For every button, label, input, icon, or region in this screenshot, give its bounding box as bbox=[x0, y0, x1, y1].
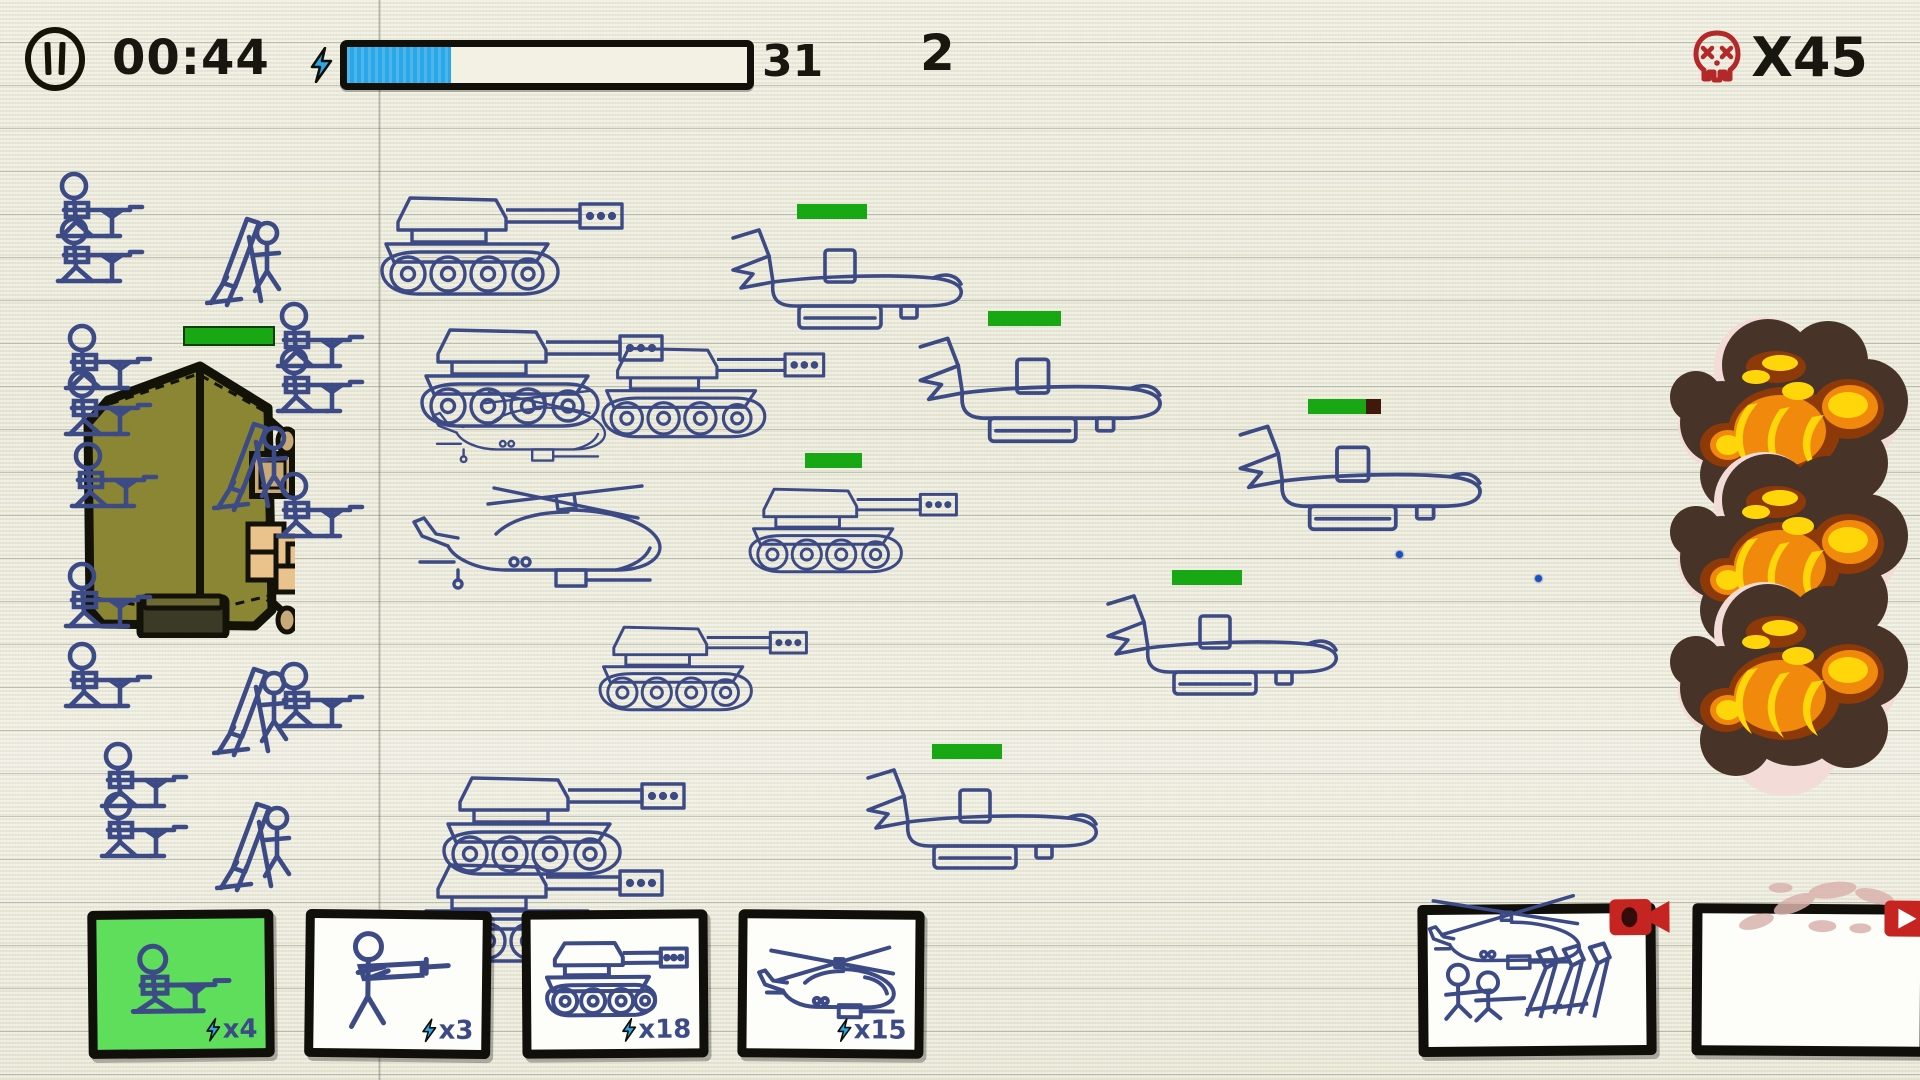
pause-icon bbox=[24, 27, 86, 91]
wave-number: 2 bbox=[920, 24, 955, 82]
friendly-soldier-mortar bbox=[215, 800, 301, 901]
friendly-soldier-prone-gunner bbox=[272, 470, 368, 551]
video-ad-icon[interactable] bbox=[1609, 895, 1671, 940]
friendly-soldier-prone-gunner bbox=[96, 790, 192, 871]
field-unit-tank bbox=[590, 330, 831, 446]
unit-health-bar bbox=[987, 311, 1062, 327]
friendly-soldier-prone-gunner bbox=[52, 215, 148, 296]
field-unit-helicopter bbox=[410, 478, 666, 594]
unit-cost-label: x4 bbox=[222, 1014, 258, 1045]
lightning-bolt-icon bbox=[622, 1017, 637, 1042]
energy-bar-track bbox=[340, 40, 754, 90]
lightning-bolt-icon bbox=[206, 1017, 221, 1042]
unit-health-bar bbox=[1307, 399, 1382, 415]
power-card-airstrike[interactable] bbox=[1691, 881, 1920, 1057]
unit-health-bar bbox=[797, 204, 867, 219]
tank-icon bbox=[544, 941, 689, 1018]
kill-count-label: X45 bbox=[1751, 26, 1868, 89]
pause-button[interactable] bbox=[22, 26, 88, 92]
field-unit-tank bbox=[368, 178, 630, 304]
field-unit-plane bbox=[912, 311, 1168, 448]
hud-bar: 00:44 31 2 X45 bbox=[0, 0, 1920, 120]
unit-cost-label: x18 bbox=[638, 1014, 692, 1045]
unit-cost-tank: x18 bbox=[620, 1014, 692, 1045]
friendly-soldier-prone-gunner bbox=[272, 660, 368, 741]
skull-icon bbox=[1693, 30, 1741, 82]
unit-health-damage bbox=[1366, 399, 1382, 415]
friendly-soldier-prone-gunner bbox=[66, 440, 162, 521]
friendly-soldier-prone-gunner bbox=[60, 368, 156, 449]
unit-health-bar bbox=[932, 744, 1002, 759]
friendly-soldier-prone-gunner bbox=[272, 345, 368, 426]
projectile bbox=[1535, 575, 1542, 582]
energy-value: 31 bbox=[762, 36, 824, 87]
friendly-soldier-prone-gunner bbox=[60, 560, 156, 641]
friendly-soldier-prone-gunner bbox=[60, 640, 156, 721]
unit-cost-helicopter: x15 bbox=[836, 1015, 907, 1046]
kill-counter: X45 bbox=[1691, 26, 1868, 89]
prone-sniper-icon bbox=[130, 943, 232, 1015]
explosion-effect bbox=[1652, 570, 1914, 832]
unit-health-bar bbox=[805, 453, 862, 469]
unit-cost-rifleman: x3 bbox=[420, 1015, 474, 1046]
field-unit-plane bbox=[1232, 399, 1488, 536]
power-card-reinforcements[interactable] bbox=[1417, 893, 1670, 1058]
unit-card-tank[interactable]: x18 bbox=[521, 909, 709, 1059]
unit-cost-sniper: x4 bbox=[204, 1014, 258, 1045]
unit-card-sniper[interactable]: x4 bbox=[87, 909, 275, 1059]
unit-health-bar bbox=[1172, 570, 1242, 585]
lightning-bolt-icon bbox=[422, 1018, 437, 1043]
unit-card-bar: x4 x3 bbox=[0, 881, 1920, 1080]
field-unit-plane bbox=[1100, 570, 1344, 700]
helicopter-icon bbox=[757, 945, 896, 1020]
field-unit-plane bbox=[860, 744, 1104, 874]
helicopter-troops-icon bbox=[1427, 893, 1612, 1023]
unit-cost-label: x3 bbox=[438, 1015, 474, 1046]
field-unit-tank bbox=[738, 453, 963, 580]
game-timer: 00:44 bbox=[112, 30, 270, 86]
unit-card-rifleman[interactable]: x3 bbox=[304, 908, 492, 1060]
field-unit-tank bbox=[588, 610, 813, 718]
field-unit-plane bbox=[725, 204, 969, 334]
projectile bbox=[1396, 551, 1403, 558]
energy-meter bbox=[308, 40, 754, 90]
unit-cost-label: x15 bbox=[853, 1015, 907, 1046]
video-ad-icon[interactable] bbox=[1884, 897, 1920, 941]
lightning-bolt-icon bbox=[837, 1018, 852, 1043]
base-health-bar bbox=[183, 326, 275, 346]
energy-bar-fill bbox=[347, 47, 451, 83]
field-unit-helicopter bbox=[430, 385, 609, 466]
unit-card-helicopter[interactable]: x15 bbox=[737, 909, 925, 1059]
lightning-bolt-icon bbox=[310, 47, 333, 83]
